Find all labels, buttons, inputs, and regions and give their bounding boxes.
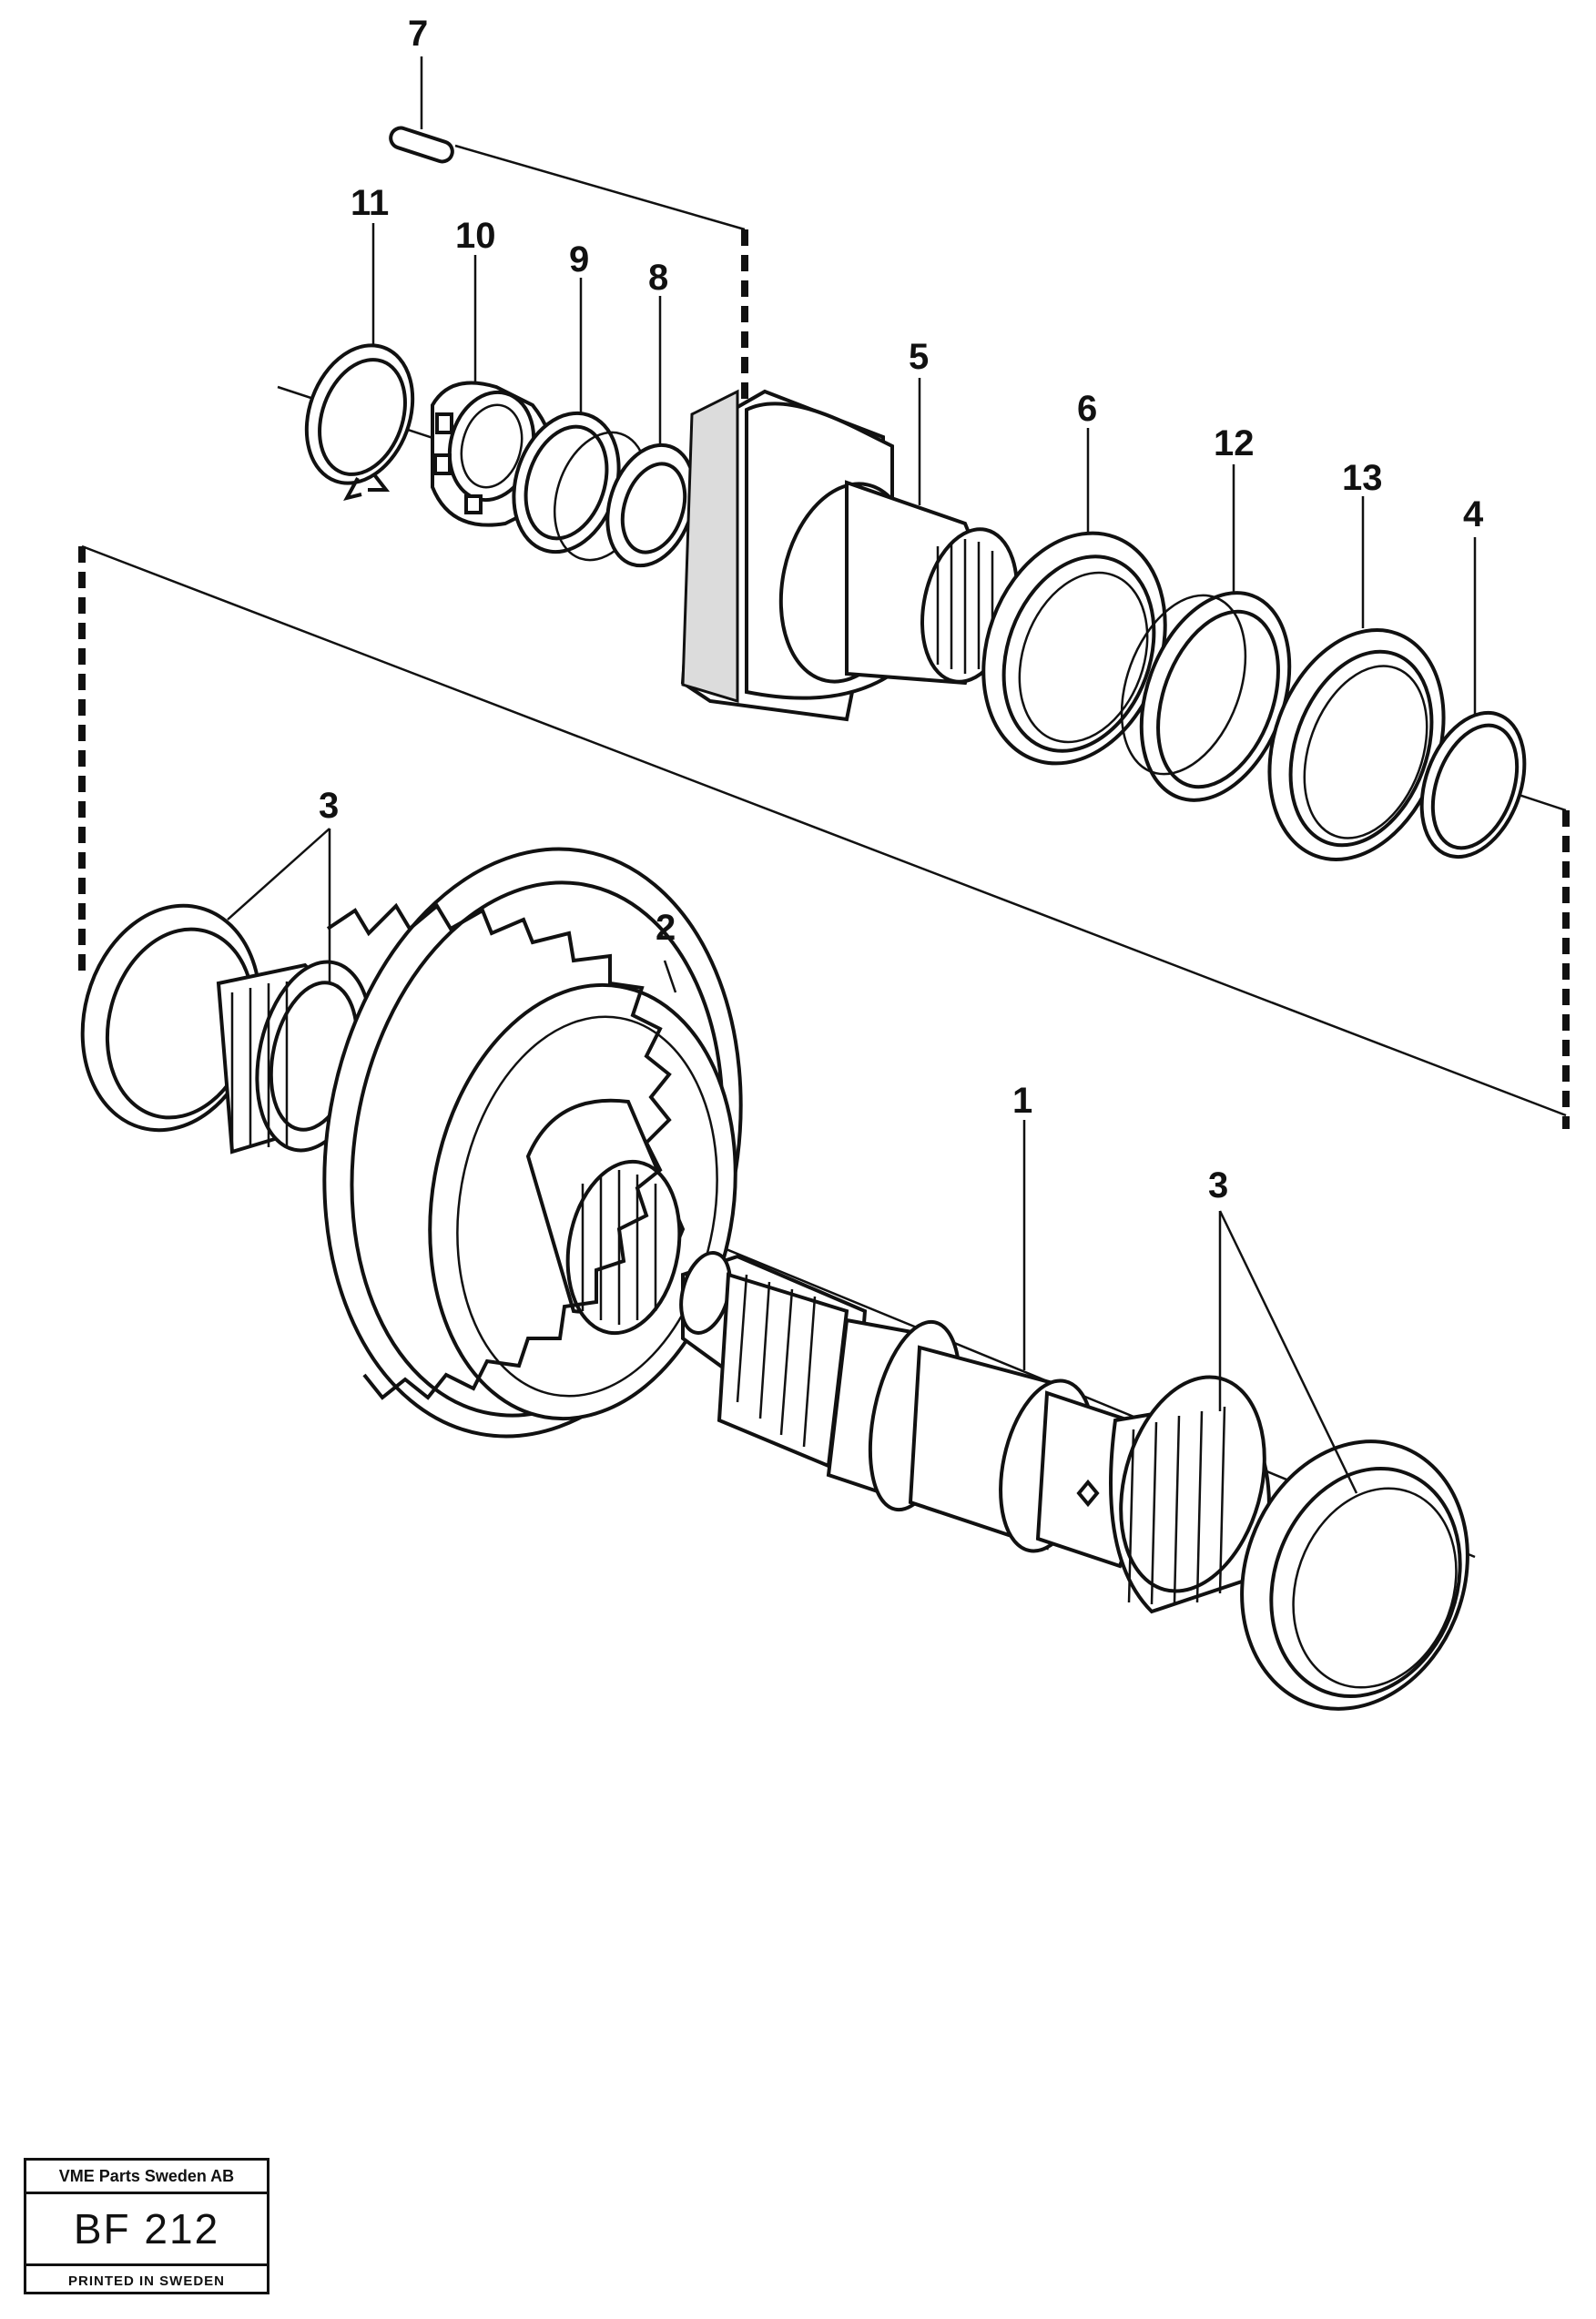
title-block: VME Parts Sweden AB BF 212 PRINTED IN SW… (24, 2158, 269, 2294)
callout-2: 2 (656, 908, 676, 948)
callout-1: 1 (1012, 1081, 1032, 1121)
snap-ring-part (304, 343, 415, 502)
bushing-part (512, 411, 649, 562)
callout-13: 13 (1342, 458, 1383, 498)
shaft-part (679, 1251, 1138, 1569)
callout-9: 9 (569, 239, 589, 280)
seal-ring-part (981, 531, 1167, 766)
printed-note: PRINTED IN SWEDEN (67, 2273, 225, 2289)
sealing-ring-part (1120, 591, 1292, 802)
pin-part (389, 126, 454, 164)
company-name: VME Parts Sweden AB (26, 2161, 267, 2194)
callout-12: 12 (1214, 423, 1255, 463)
callout-3-left: 3 (319, 786, 339, 826)
callout-leaders (227, 56, 1477, 1494)
gear-part (322, 847, 743, 1439)
callout-5: 5 (909, 337, 929, 377)
figure-code: BF 212 (26, 2194, 267, 2266)
callout-6: 6 (1077, 389, 1097, 429)
callout-10: 10 (455, 216, 496, 256)
callout-7: 7 (408, 14, 428, 54)
callout-11: 11 (351, 183, 389, 223)
callout-4: 4 (1463, 494, 1484, 534)
bearing-race-part (1267, 628, 1446, 861)
washer-part (605, 442, 696, 568)
callout-3-right: 3 (1208, 1165, 1228, 1205)
lock-ring-part (1419, 710, 1527, 859)
callout-8: 8 (648, 258, 668, 298)
flange-part (680, 389, 1020, 722)
tapered-roller-bearing-right (1109, 1375, 1469, 1711)
callout-labels: 7 11 10 9 8 5 6 12 13 4 3 2 1 3 (319, 14, 1484, 1205)
